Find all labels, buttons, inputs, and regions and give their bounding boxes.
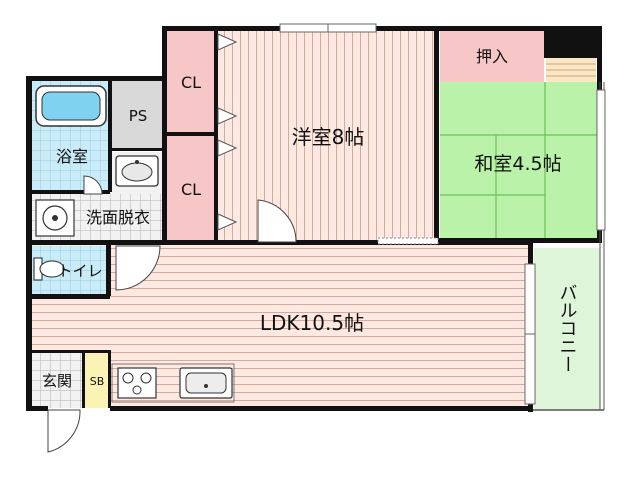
shoe-box-floor xyxy=(84,352,110,408)
label-entrance: 玄関 xyxy=(42,372,72,390)
label-ldk: LDK10.5帖 xyxy=(260,311,364,335)
label-pipe-space: PS xyxy=(129,107,148,125)
washing-machine-icon xyxy=(35,199,75,237)
closet-lower-floor xyxy=(166,136,216,240)
label-japanese-room: 和室4.5帖 xyxy=(474,153,561,175)
sink-icon xyxy=(115,155,159,187)
closet-door-marks xyxy=(217,33,238,231)
western-room-floor xyxy=(218,30,436,244)
ps-floor xyxy=(112,80,164,150)
label-closet-upper: CL xyxy=(181,73,201,92)
kitchen-sink-icon xyxy=(179,367,233,399)
label-washroom: 洗面脱衣 xyxy=(86,208,150,227)
oshiire-floor xyxy=(440,30,544,82)
stove-icon xyxy=(117,367,157,399)
corner-block-lines xyxy=(546,63,596,77)
label-bath: 浴室 xyxy=(56,147,88,166)
tatami-lines xyxy=(440,82,598,240)
windows xyxy=(279,23,606,405)
balcony-floor xyxy=(534,248,600,410)
label-closet-lower: CL xyxy=(181,180,201,199)
label-balcony: バルコニー xyxy=(557,283,578,373)
label-toilet: トイレ xyxy=(57,262,102,280)
sliding-partition xyxy=(377,237,439,245)
door-swings xyxy=(47,175,297,453)
label-shoe-box: SB xyxy=(90,375,105,388)
entrance-floor xyxy=(32,352,82,408)
japanese-room-floor xyxy=(440,82,598,240)
label-oshiire: 押入 xyxy=(476,47,508,66)
closet-upper-floor xyxy=(166,30,216,132)
kitchen-counter xyxy=(111,363,235,403)
label-western-room: 洋室8帖 xyxy=(292,125,365,149)
toilet-icon xyxy=(33,257,65,281)
bathtub-icon xyxy=(35,85,107,127)
ldk-floor xyxy=(32,244,530,408)
corner-dark xyxy=(544,30,600,58)
